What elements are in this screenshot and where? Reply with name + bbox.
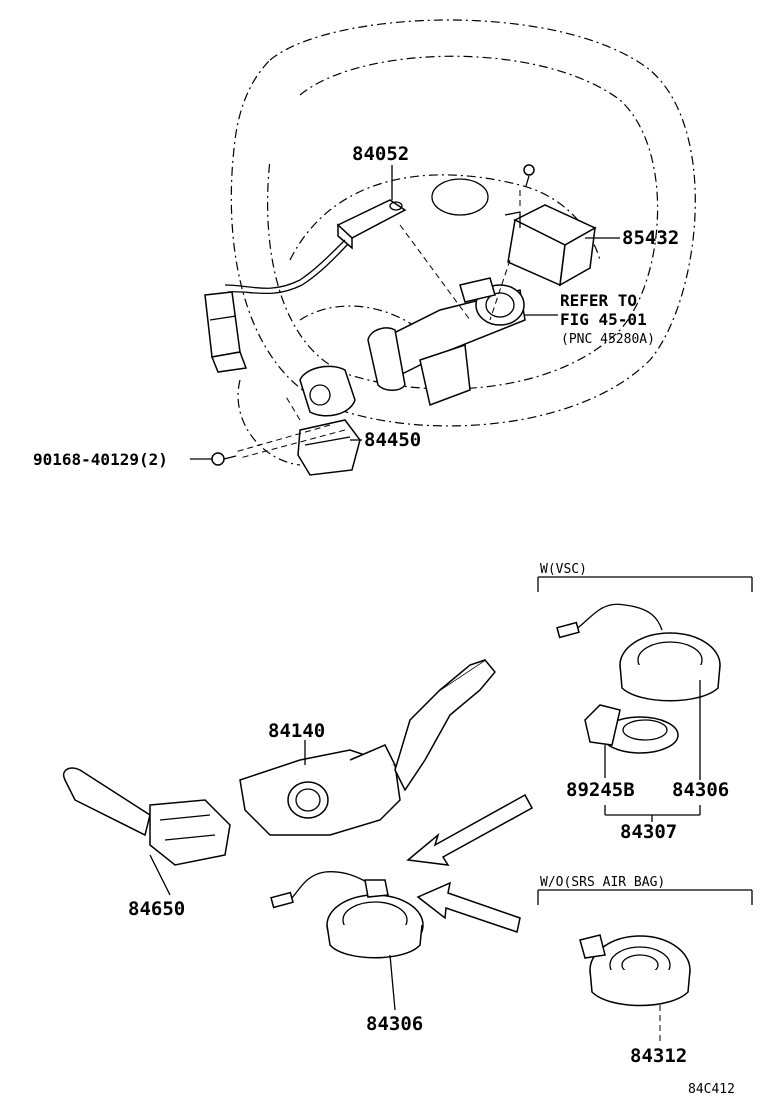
- wire-connector: [204, 291, 248, 373]
- wo-srs-bracket: [537, 889, 753, 905]
- label-90168: 90168-40129(2): [33, 450, 168, 469]
- label-85432: 85432: [622, 227, 679, 249]
- label-84307: 84307: [620, 821, 677, 843]
- label-84650: 84650: [128, 898, 185, 920]
- part-89245b-sensor: [584, 704, 679, 754]
- label-84312: 84312: [630, 1045, 687, 1067]
- upper-dashed-leaders: [234, 190, 521, 459]
- label-84306-vsc: 84306: [672, 779, 729, 801]
- drawing-code: 84C412: [688, 1082, 735, 1097]
- label-84306-main: 84306: [366, 1013, 423, 1035]
- assembly-arrow-upper: [406, 793, 534, 866]
- column-assembly: [367, 277, 526, 407]
- label-refer-to: REFER TO: [560, 291, 637, 310]
- label-w-vsc: W(VSC): [540, 562, 587, 577]
- part-84052-sensor: [224, 199, 407, 295]
- label-fig-ref: FIG 45-01: [560, 310, 647, 329]
- horn-pad-emblem: [431, 178, 489, 216]
- label-wo-srs: W/O(SRS AIR BAG): [540, 875, 665, 890]
- part-84140-switch: [239, 659, 496, 836]
- label-pnc-ref: (PNC 45280A): [561, 332, 655, 347]
- part-84450-switch-base: [297, 365, 361, 476]
- part-85432-module: [504, 204, 597, 287]
- label-84450: 84450: [364, 429, 421, 451]
- lower-leader-lines: [149, 740, 396, 1011]
- label-84052: 84052: [352, 143, 409, 165]
- label-84140: 84140: [268, 720, 325, 742]
- part-84312-clockspring: [579, 934, 691, 1045]
- assembly-arrow-lower: [416, 881, 521, 933]
- w-vsc-bracket: [537, 576, 753, 592]
- label-89245b: 89245B: [566, 779, 635, 801]
- screw-small: [523, 164, 535, 187]
- part-84650-switch: [63, 767, 231, 866]
- vsc-leader-lines: [604, 680, 701, 822]
- steering-wheel-outline: [230, 19, 696, 466]
- part-84306-clockspring-vsc: [556, 603, 721, 702]
- part-84306-clockspring-main: [270, 871, 424, 959]
- upper-leader-lines: [190, 165, 620, 460]
- bolt-90168: [211, 452, 237, 466]
